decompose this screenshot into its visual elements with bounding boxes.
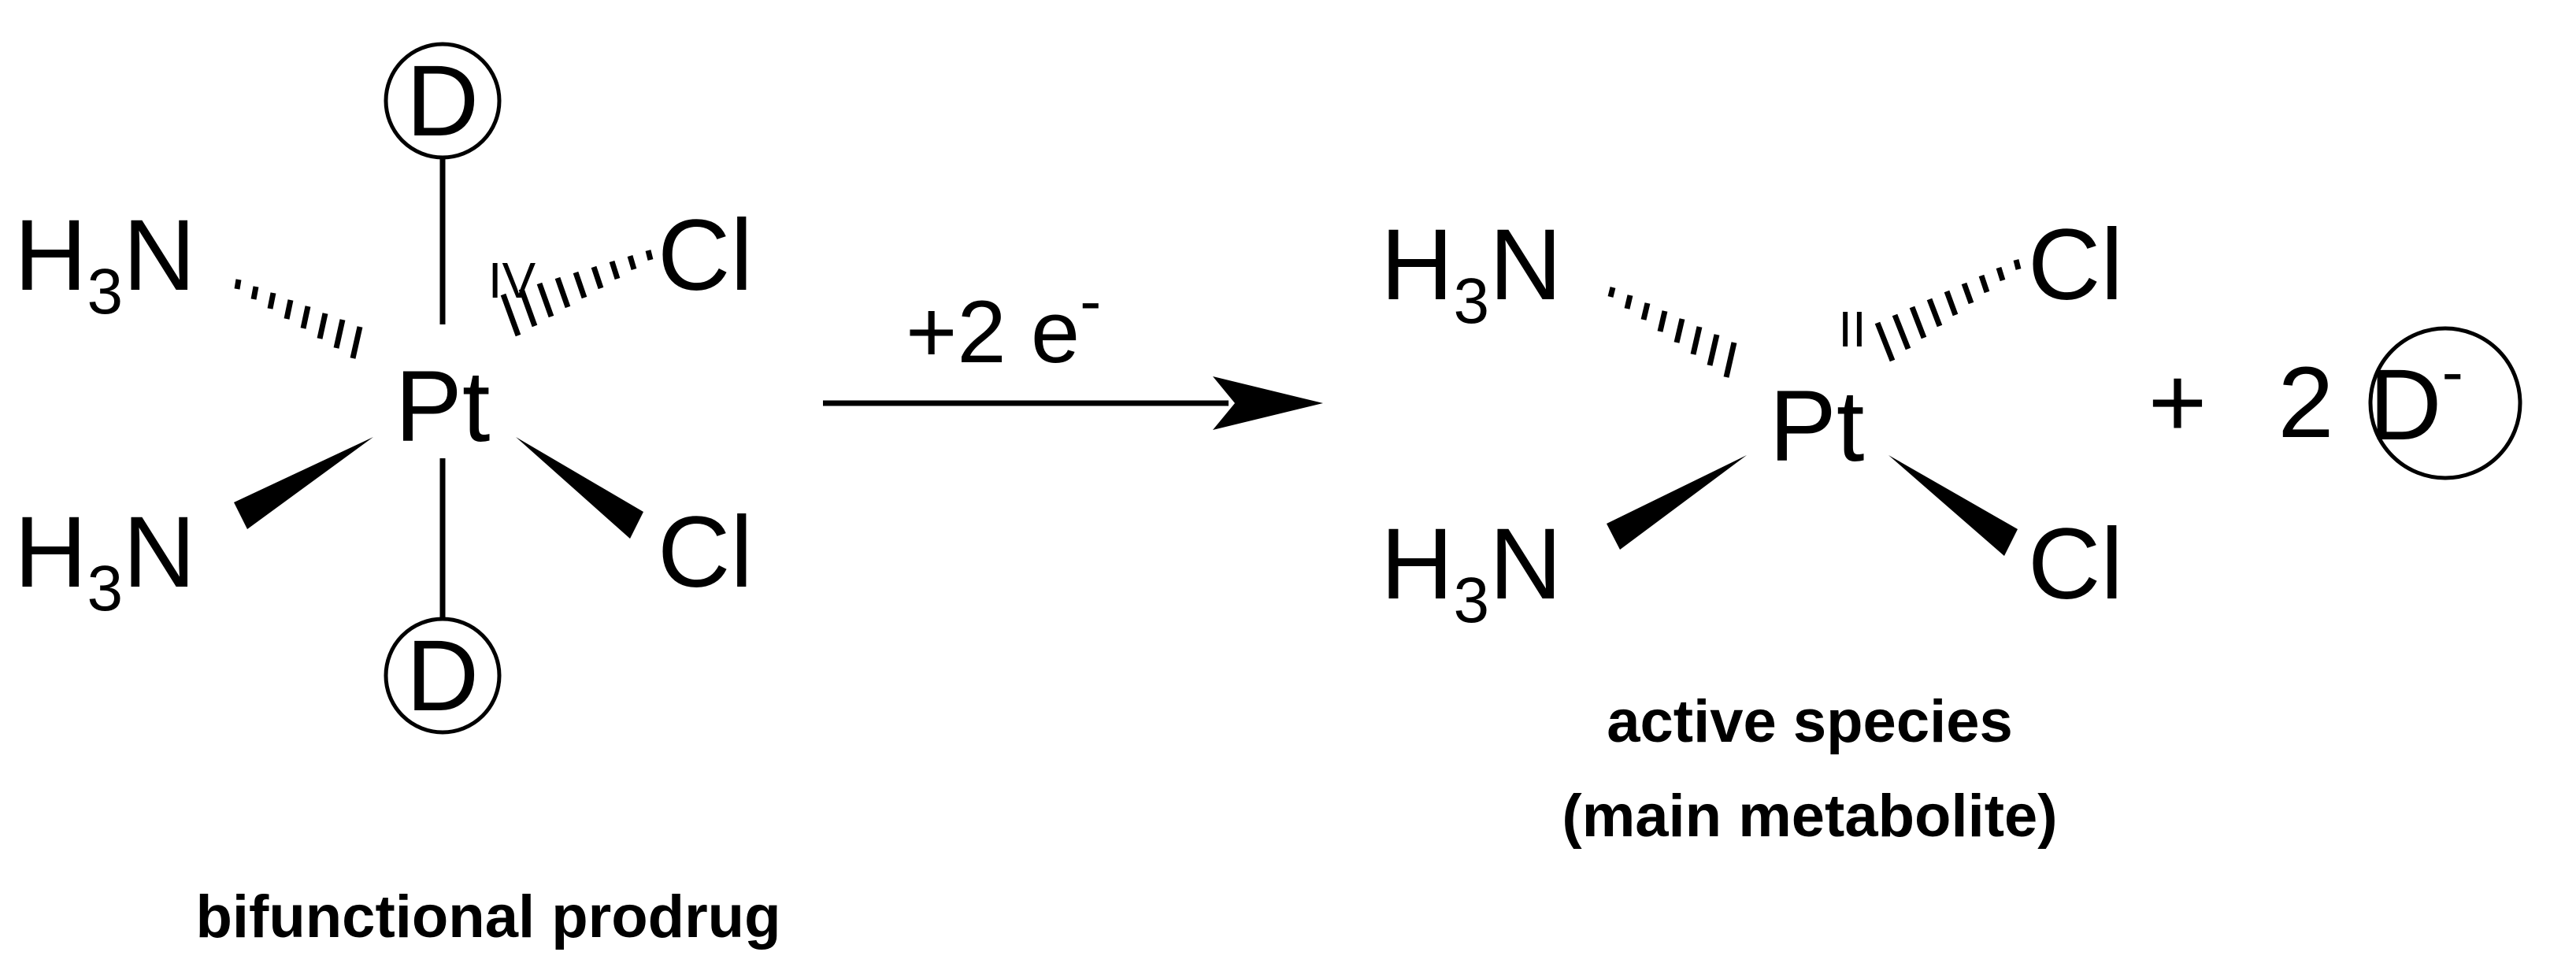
bottom-ligand-label: D bbox=[406, 620, 479, 732]
reactant-complex: D D Pt IV H3N Cl bbox=[14, 42, 781, 950]
product-chloride-lower: Cl bbox=[2028, 508, 2123, 621]
reactant-metal: Pt bbox=[395, 350, 491, 463]
reactant-wedge-bond-lower-left bbox=[234, 437, 373, 529]
product-metal: Pt bbox=[1770, 370, 1865, 483]
byproduct-coefficient: 2 bbox=[2278, 346, 2333, 459]
arrow-head bbox=[1213, 376, 1323, 430]
byproduct-label: D- bbox=[2369, 336, 2463, 461]
product-nh3-upper: H3N bbox=[1381, 209, 1562, 337]
reactant-hashed-bond-upper-right bbox=[500, 250, 654, 337]
product-oxidation-state: II bbox=[1838, 301, 1866, 357]
product-caption-line2: (main metabolite) bbox=[1562, 783, 2057, 850]
product-caption-line1: active species bbox=[1607, 688, 2013, 755]
product-chloride-upper: Cl bbox=[2028, 209, 2123, 321]
product-wedge-bond-lower-left bbox=[1607, 455, 1747, 550]
byproduct-plus: + bbox=[2148, 346, 2207, 459]
product-nh3-lower: H3N bbox=[1381, 508, 1562, 636]
reactant-hashed-bond-upper-left bbox=[234, 279, 363, 359]
reactant-nh3-lower: H3N bbox=[14, 496, 195, 624]
reaction-arrow: +2 e- bbox=[823, 265, 1323, 430]
byproduct-circle bbox=[2368, 326, 2522, 480]
reactant-caption: bifunctional prodrug bbox=[195, 884, 780, 950]
reactant-chloride-lower: Cl bbox=[658, 496, 753, 609]
reactant-wedge-bond-lower-right bbox=[516, 437, 643, 539]
top-ligand-label: D bbox=[406, 45, 479, 157]
product-complex: Pt II H3N Cl bbox=[1381, 209, 2123, 850]
reactant-chloride-upper: Cl bbox=[658, 199, 753, 312]
reactant-nh3-upper: H3N bbox=[14, 199, 195, 328]
product-hashed-bond-upper-right bbox=[1874, 259, 2022, 362]
reactant-oxidation-state: IV bbox=[488, 252, 536, 309]
byproduct: + 2 D- bbox=[2148, 326, 2522, 480]
product-hashed-bond-upper-left bbox=[1607, 287, 1737, 378]
arrow-label: +2 e- bbox=[906, 265, 1101, 381]
product-wedge-bond-lower-right bbox=[1888, 455, 2018, 556]
